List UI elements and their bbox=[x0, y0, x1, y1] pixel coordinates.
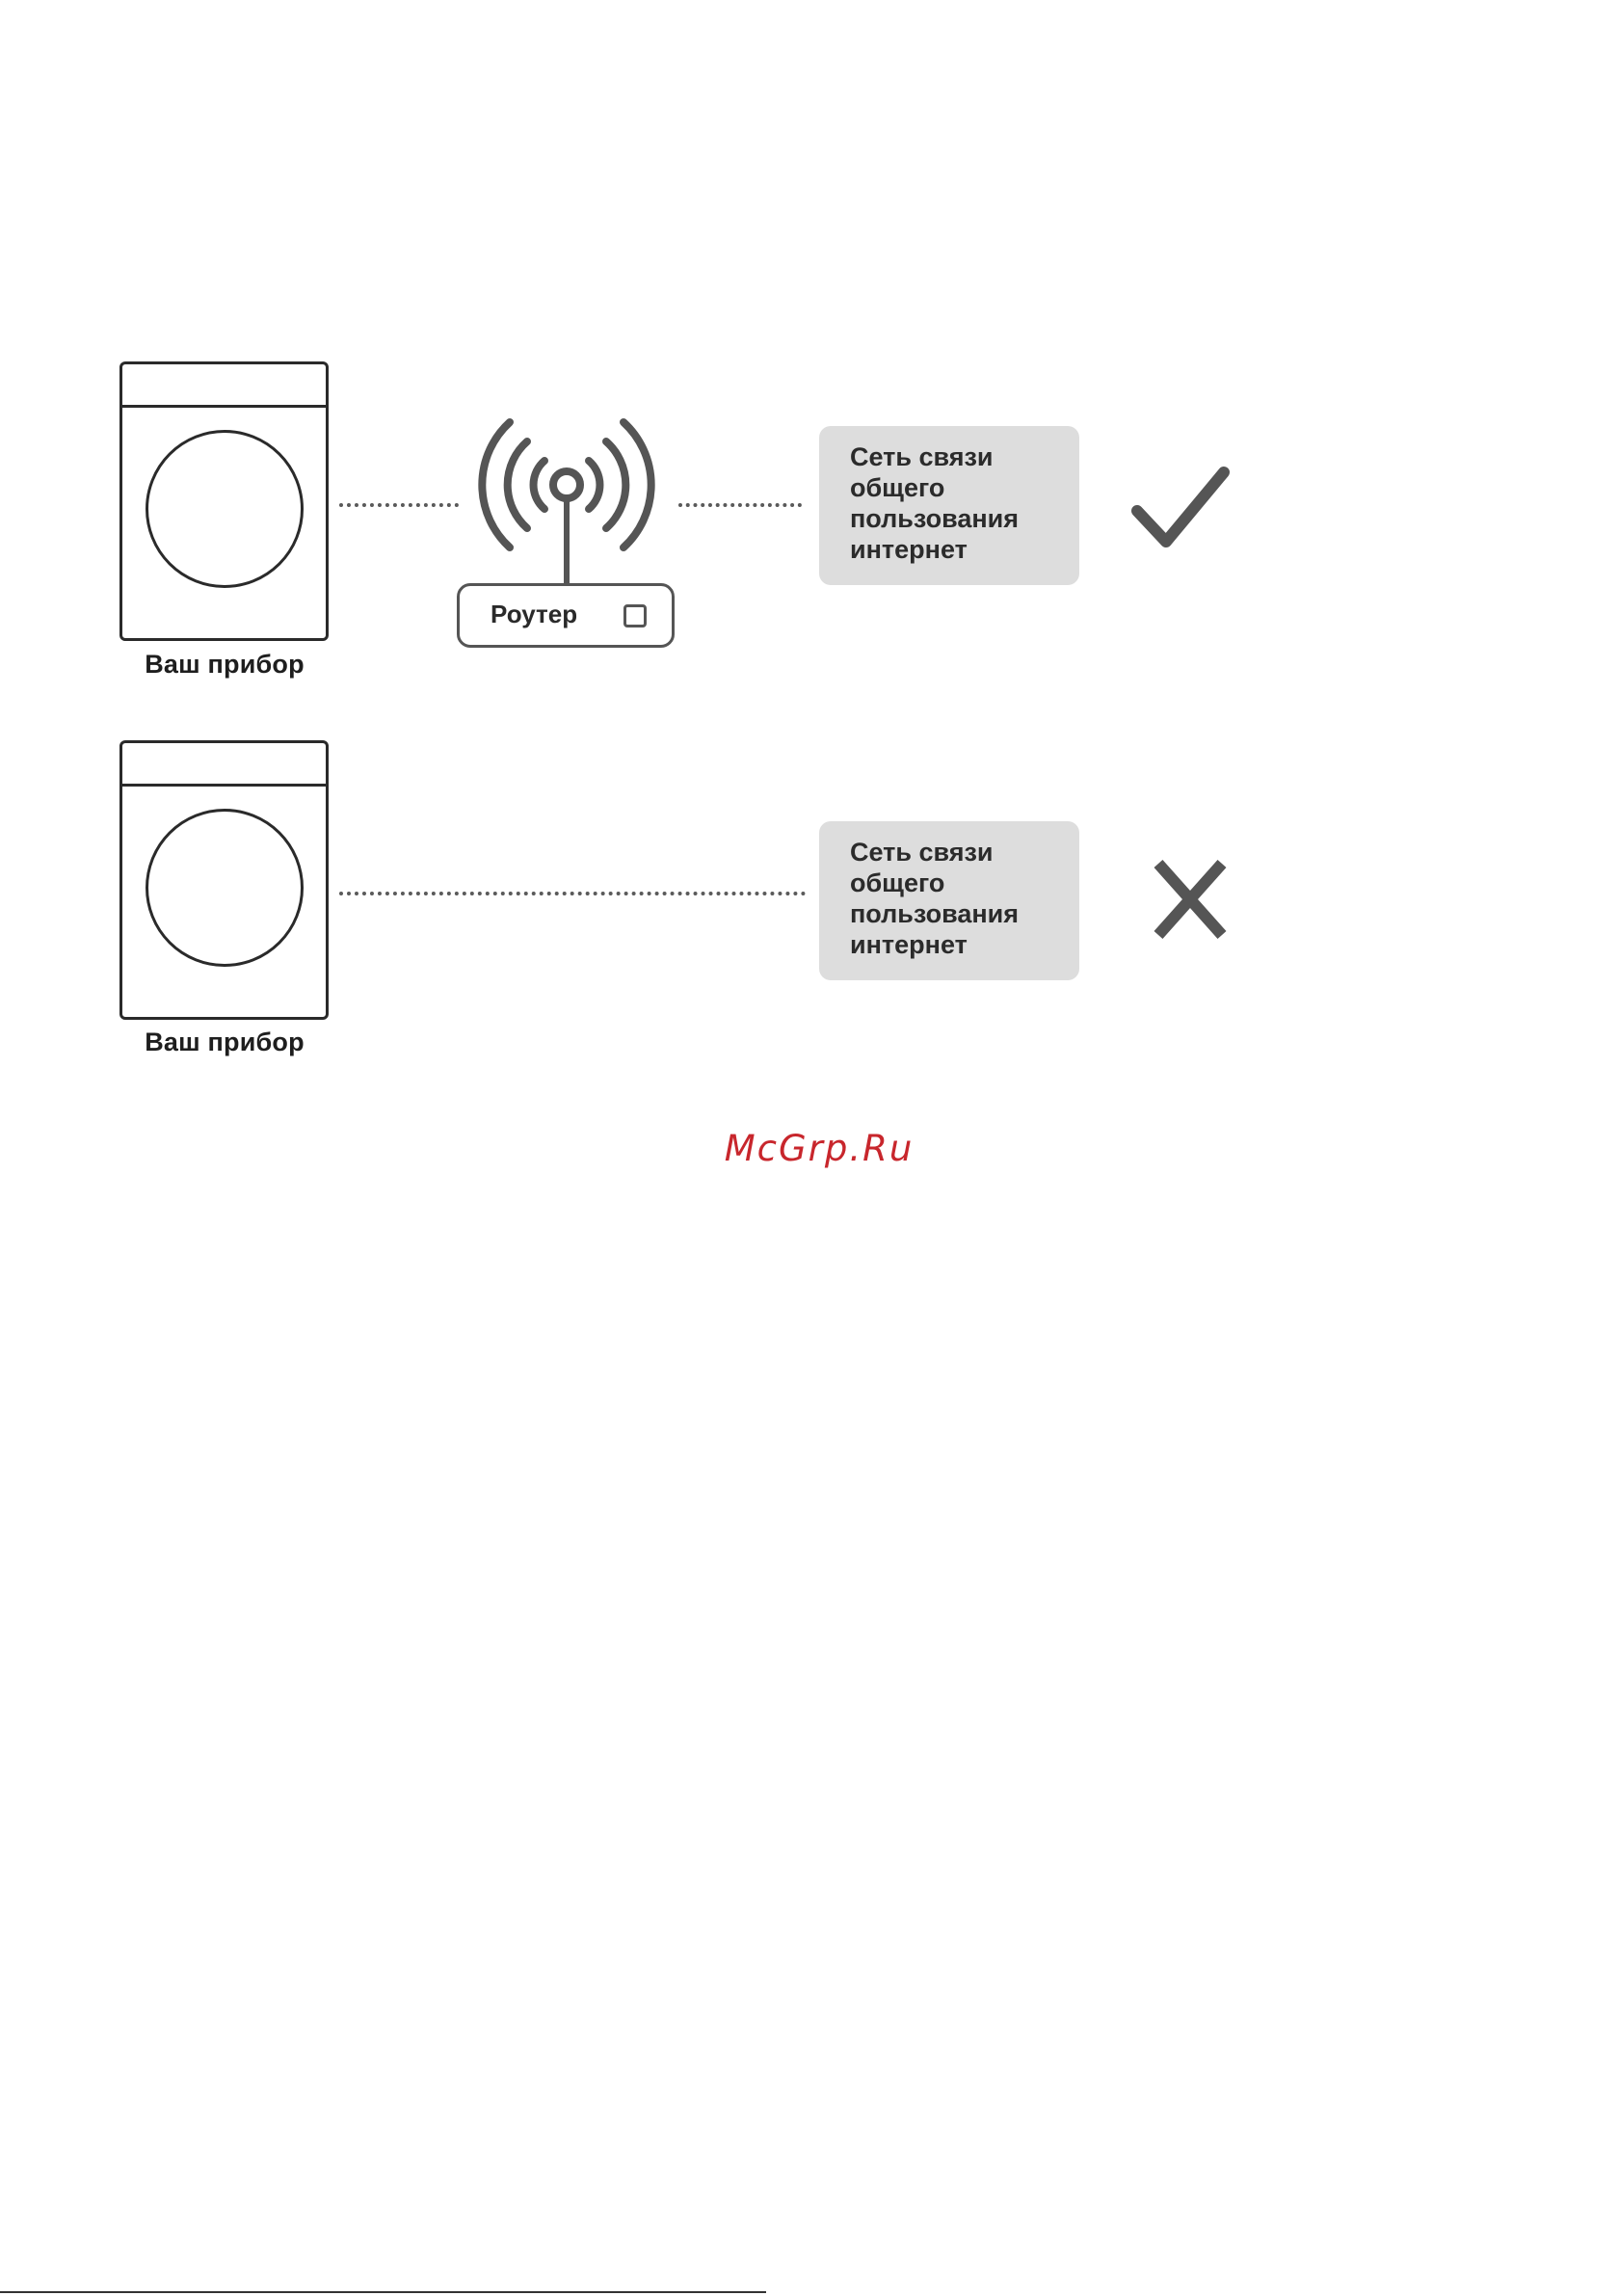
network-line: пользования bbox=[850, 503, 1079, 534]
router-indicator-icon bbox=[623, 604, 647, 627]
network-line: общего bbox=[850, 472, 1079, 503]
network-line: общего bbox=[850, 868, 1079, 898]
network-line: интернет bbox=[850, 929, 1079, 960]
connector-device-network bbox=[339, 892, 806, 895]
appliance-panel-line bbox=[122, 405, 326, 408]
router-box: Роутер bbox=[457, 583, 675, 648]
appliance-panel-line bbox=[122, 784, 326, 787]
connector-router-network bbox=[678, 503, 802, 507]
watermark-text: McGrp.Ru bbox=[578, 1128, 1060, 1169]
connector-device-router bbox=[339, 503, 459, 507]
cross-icon bbox=[1147, 856, 1233, 943]
device-label-top: Ваш прибор bbox=[99, 650, 350, 680]
appliance-icon bbox=[119, 361, 329, 641]
network-line: интернет bbox=[850, 534, 1079, 565]
appliance-drum bbox=[146, 809, 304, 967]
appliance-icon bbox=[119, 740, 329, 1020]
network-box-bottom: Сеть связи общего пользования интернет bbox=[819, 821, 1079, 980]
appliance-drum bbox=[146, 430, 304, 588]
network-line: Сеть связи bbox=[850, 441, 1079, 472]
device-label-bottom: Ваш прибор bbox=[99, 1028, 350, 1057]
wifi-signal-icon bbox=[467, 405, 670, 588]
network-box-top: Сеть связи общего пользования интернет bbox=[819, 426, 1079, 585]
network-line: пользования bbox=[850, 898, 1079, 929]
check-icon bbox=[1127, 463, 1233, 559]
router-label: Роутер bbox=[491, 600, 577, 629]
network-line: Сеть связи bbox=[850, 837, 1079, 868]
page-bottom-rule bbox=[0, 2291, 766, 2293]
